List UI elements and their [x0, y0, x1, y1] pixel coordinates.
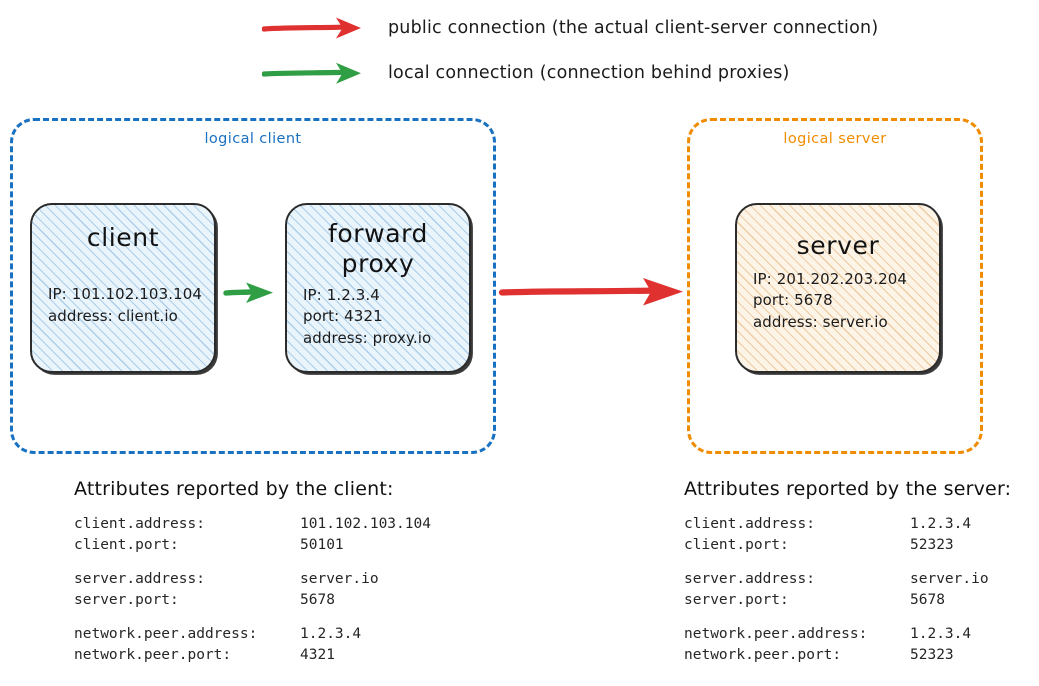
attributes-server-table: client.address: 1.2.3.4 client.port: 523… — [684, 514, 989, 666]
table-row: client.address: 101.102.103.104 — [74, 514, 431, 535]
legend-label-local: local connection (connection behind prox… — [388, 63, 790, 83]
logical-client-group: logical client — [10, 118, 496, 454]
attr-value: 1.2.3.4 — [300, 626, 362, 643]
table-row-spacer — [684, 611, 989, 624]
attr-key: client.port: — [684, 537, 789, 554]
attr-key: network.peer.port: — [74, 647, 232, 664]
table-row: client.address: 1.2.3.4 — [684, 514, 989, 535]
node-client-prop: IP: 101.102.103.104 — [48, 285, 203, 304]
attr-key: client.address: — [74, 516, 205, 532]
table-row-spacer — [74, 611, 431, 624]
logical-server-group: logical server — [687, 118, 983, 454]
table-row-spacer — [684, 556, 989, 569]
node-forward-proxy[interactable]: forward proxy IP: 1.2.3.4 port: 4321 add… — [285, 203, 471, 373]
node-client[interactable]: client IP: 101.102.103.104 address: clie… — [30, 203, 216, 373]
attr-value: 1.2.3.4 — [910, 626, 972, 643]
arrow-client-to-proxy-icon — [223, 282, 273, 303]
node-client-prop: address: client.io — [48, 306, 178, 325]
node-client-title: client — [86, 223, 160, 252]
node-forward-proxy-title: forward proxy — [327, 219, 429, 278]
legend-row-local: local connection (connection behind prox… — [262, 58, 790, 88]
legend-label-public: public connection (the actual client-ser… — [388, 18, 879, 38]
attributes-server-heading: Attributes reported by the server: — [684, 478, 1012, 500]
table-row-spacer — [74, 556, 431, 569]
attr-key: client.address: — [684, 516, 815, 532]
node-server-prop: port: 5678 — [753, 291, 833, 310]
attr-value: 1.2.3.4 — [910, 516, 972, 532]
logical-server-label: logical server — [783, 131, 887, 147]
node-server-props: IP: 201.202.203.204 port: 5678 address: … — [753, 269, 923, 333]
table-row: server.address: server.io — [684, 569, 989, 590]
attr-value: 5678 — [300, 592, 335, 609]
attributes-client-table: client.address: 101.102.103.104 client.p… — [74, 514, 431, 666]
arrow-proxy-to-server-icon — [498, 278, 683, 306]
table-row: network.peer.port: 52323 — [684, 645, 989, 666]
table-row: server.address: server.io — [74, 569, 431, 590]
attr-key: server.address: — [684, 571, 815, 588]
legend-row-public: public connection (the actual client-ser… — [262, 13, 878, 43]
node-client-props: IP: 101.102.103.104 address: client.io — [48, 284, 203, 327]
attr-key: server.port: — [74, 592, 179, 609]
table-row: server.port: 5678 — [74, 590, 431, 611]
attr-key: server.address: — [74, 571, 205, 588]
attr-value: server.io — [910, 571, 989, 588]
attr-value: 5678 — [910, 592, 945, 609]
red-arrow-icon — [262, 17, 361, 39]
attr-key: network.peer.address: — [74, 626, 258, 643]
attr-value: server.io — [300, 571, 379, 588]
table-row: network.peer.address: 1.2.3.4 — [684, 624, 989, 645]
attr-key: server.port: — [684, 592, 789, 609]
node-server[interactable]: server IP: 201.202.203.204 port: 5678 ad… — [735, 203, 941, 373]
table-row: network.peer.address: 1.2.3.4 — [74, 624, 431, 645]
attr-value: 52323 — [910, 647, 954, 664]
node-server-title: server — [796, 231, 880, 260]
table-row: server.port: 5678 — [684, 590, 989, 611]
node-server-prop: address: server.io — [753, 312, 888, 331]
attributes-server-panel: Attributes reported by the server: clien… — [684, 478, 1011, 666]
attr-key: client.port: — [74, 537, 179, 554]
table-row: client.port: 52323 — [684, 535, 989, 556]
logical-client-label: logical client — [204, 131, 302, 147]
attr-value: 4321 — [300, 647, 335, 664]
node-forward-proxy-prop: address: proxy.io — [303, 328, 432, 347]
node-forward-proxy-prop: IP: 1.2.3.4 — [303, 286, 380, 305]
node-forward-proxy-prop: port: 4321 — [303, 307, 383, 326]
table-row: client.port: 50101 — [74, 535, 431, 556]
attr-key: network.peer.address: — [684, 626, 868, 643]
attr-key: network.peer.port: — [684, 647, 842, 664]
node-forward-proxy-props: IP: 1.2.3.4 port: 4321 address: proxy.io — [303, 285, 453, 349]
table-row: network.peer.port: 4321 — [74, 645, 431, 666]
green-arrow-icon — [262, 62, 361, 84]
attr-value: 101.102.103.104 — [300, 516, 431, 532]
attributes-client-panel: Attributes reported by the client: clien… — [74, 478, 431, 666]
attr-value: 52323 — [910, 537, 954, 554]
attr-value: 50101 — [300, 537, 344, 554]
node-server-prop: IP: 201.202.203.204 — [753, 270, 908, 289]
attributes-client-heading: Attributes reported by the client: — [74, 478, 394, 500]
